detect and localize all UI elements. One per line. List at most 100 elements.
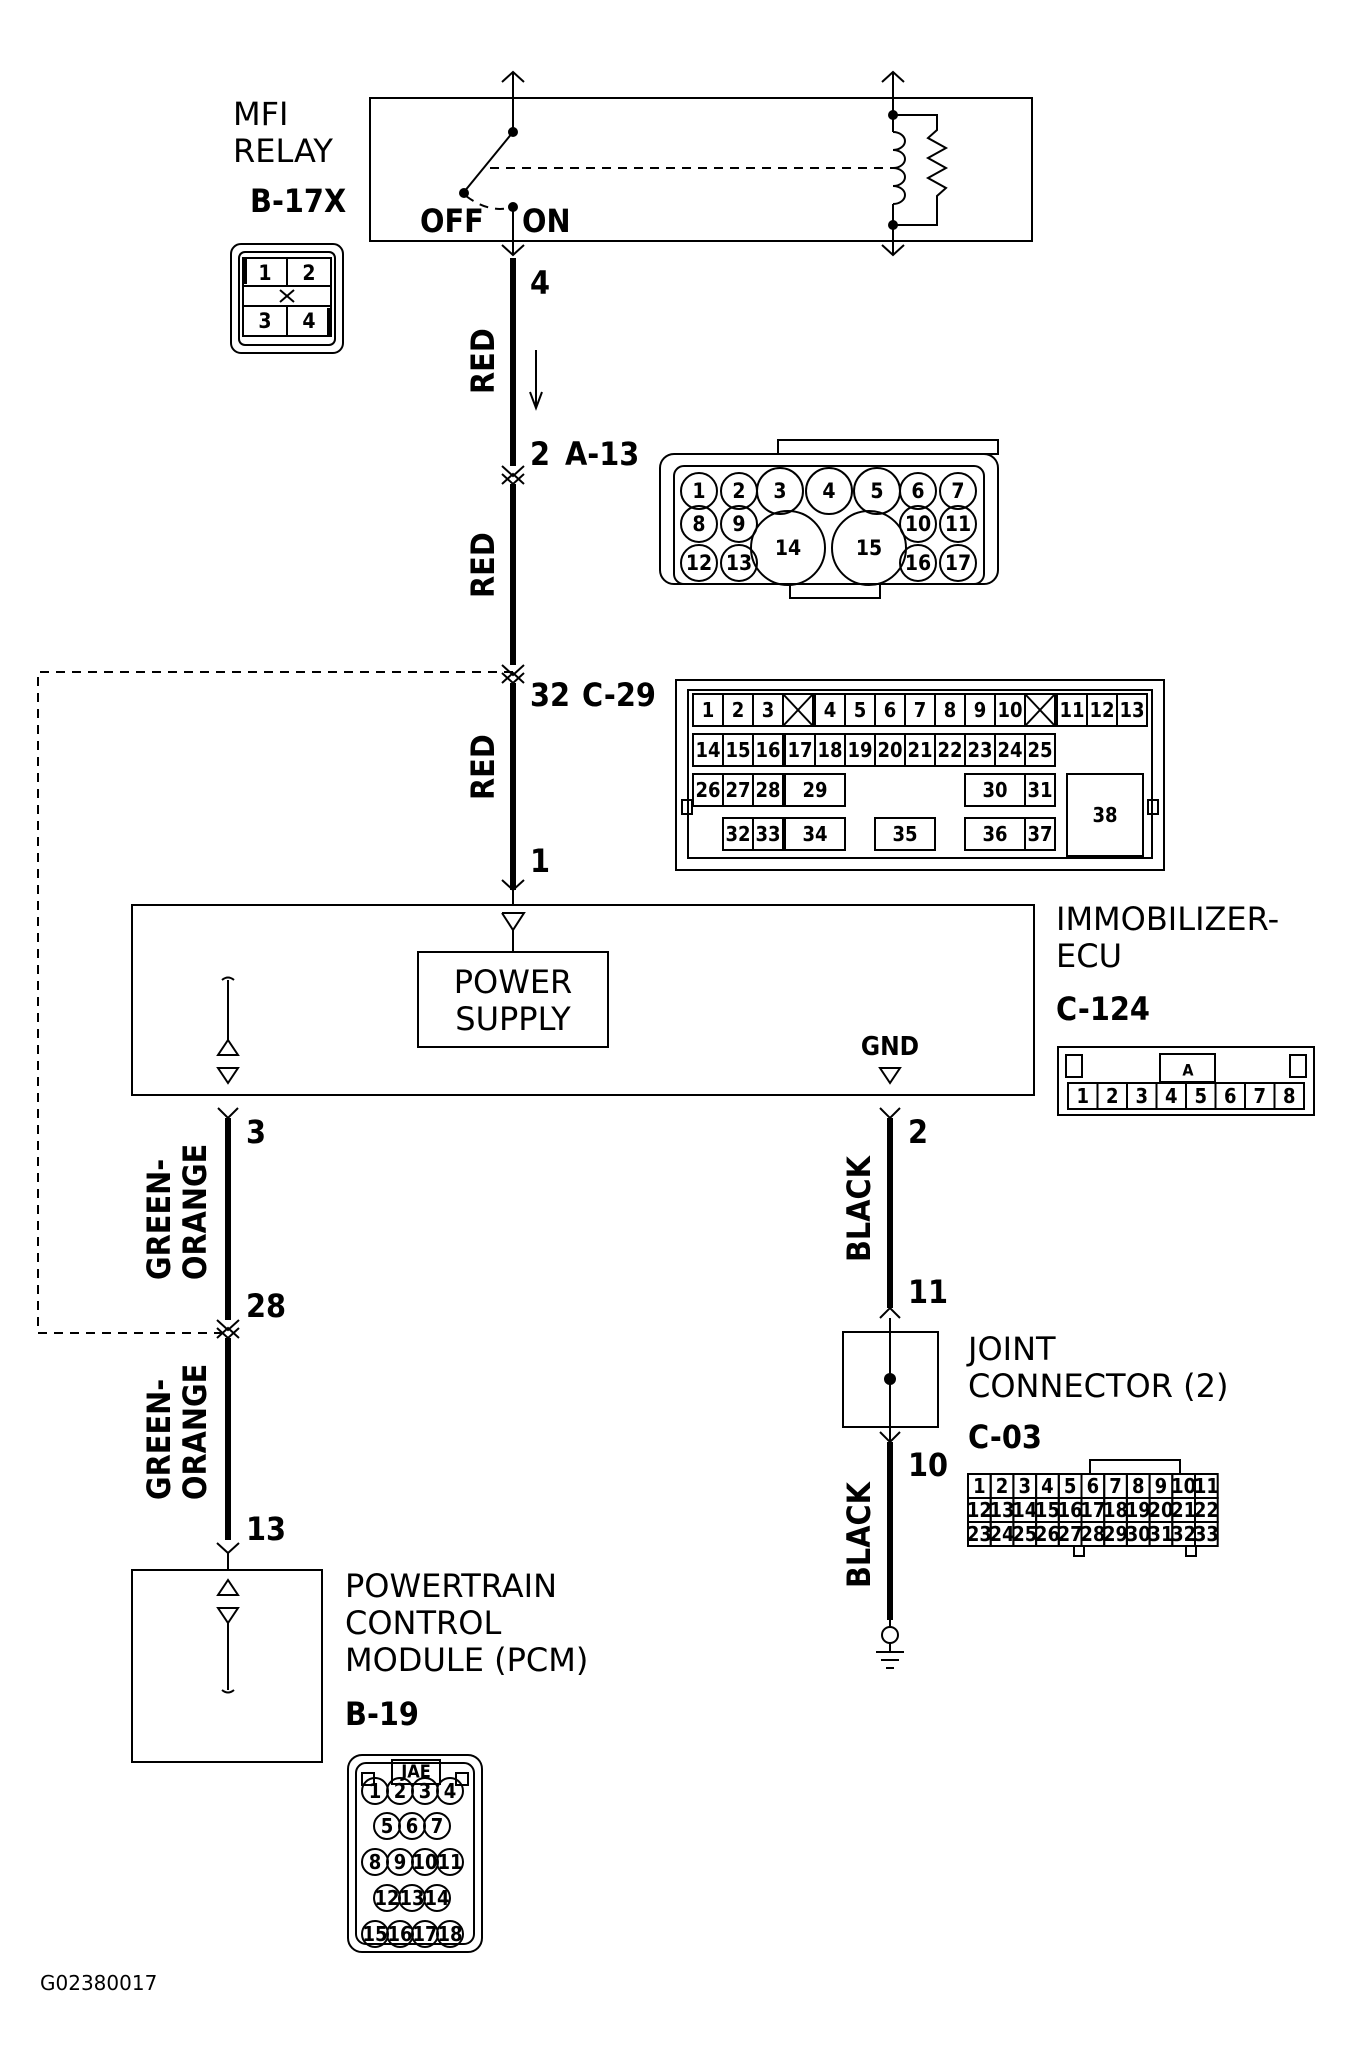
connector-pin: 12	[1089, 698, 1114, 722]
connector-pin: 9	[732, 512, 745, 536]
coil-icon	[892, 131, 906, 205]
connector-pin: 4	[1041, 1474, 1054, 1498]
connector-pin: 11	[437, 1850, 462, 1874]
connector-pin: 6	[1087, 1474, 1100, 1498]
connector-pin: 2	[732, 698, 745, 722]
connector-pin: 8	[692, 512, 705, 536]
connector-pin: 29	[1103, 1522, 1128, 1546]
connector-pin: 15	[1035, 1498, 1060, 1522]
connector-pin: 16	[755, 738, 780, 762]
connector-pin: 1	[973, 1474, 986, 1498]
connector-pin: 3	[773, 479, 786, 503]
wire-color-label: ORANGE	[176, 1364, 214, 1500]
arrow-down-icon	[529, 391, 543, 411]
wire-pin-label: 3	[246, 1113, 266, 1151]
connector-pin: 30	[982, 778, 1007, 802]
connector-pin: 26	[695, 778, 720, 802]
connector-pin: 6	[1224, 1084, 1237, 1108]
mfi-relay: OFF ON MFI RELAY B-17X 1	[230, 70, 1033, 354]
wire-pin-label: 11	[908, 1273, 948, 1311]
black-wire-run: 2 BLACK 11 10 BLACK JOINT CONNECTOR (2) …	[840, 1107, 1228, 1669]
connector-pin: 8	[1132, 1474, 1145, 1498]
relay-pin: 3	[258, 309, 271, 333]
connector-pin: 8	[944, 698, 957, 722]
pcm-code: B-19	[345, 1695, 419, 1733]
connector-pin: 20	[877, 738, 902, 762]
wire-color-label: RED	[464, 532, 502, 598]
connector-pin: 10	[412, 1850, 437, 1874]
power-supply-block	[417, 951, 609, 1048]
connector-pin: 9	[1155, 1474, 1168, 1498]
connector-pin: 7	[1109, 1474, 1122, 1498]
green-orange-wire-run: 3 GREEN- ORANGE 28 GREEN- ORANGE 13	[140, 1107, 286, 1570]
ground-icon	[876, 1626, 904, 1669]
red-wire-run: 4 RED 2 A-13 RED 32 C-29 RED 1	[464, 258, 656, 905]
connector-pin: 37	[1027, 822, 1052, 846]
wire-pin-label: 10	[908, 1446, 948, 1484]
connector-pin: 13	[1119, 698, 1144, 722]
connector-pin: 18	[437, 1922, 462, 1946]
connector-pin: 1	[1076, 1084, 1089, 1108]
ecu-code: C-124	[1056, 990, 1150, 1028]
connector-pin: 34	[802, 822, 827, 846]
connector-pin: 4	[824, 698, 837, 722]
connector-pin: 22	[937, 738, 962, 762]
connector-pin: 4	[822, 479, 835, 503]
connector-pin: 8	[1283, 1084, 1296, 1108]
connector-pin: 20	[1148, 1498, 1173, 1522]
connector-pin: 3	[762, 698, 775, 722]
connector-pin: 24	[997, 738, 1022, 762]
connector-pin: 21	[1171, 1498, 1196, 1522]
gnd-label: GND	[861, 1032, 919, 1062]
pcm-box	[131, 1569, 323, 1763]
wire-pin-label: 28	[246, 1287, 286, 1325]
wire-pin-label: 2	[530, 435, 550, 473]
pcm-name-line3: MODULE (PCM)	[345, 1641, 588, 1679]
connector-pin: 12	[686, 551, 712, 575]
connector-pin: 30	[1126, 1522, 1151, 1546]
wire-pin-label: 32	[530, 676, 570, 714]
relay-pin: 4	[302, 309, 315, 333]
connector-pin: 26	[1035, 1522, 1060, 1546]
connector-pin: 1	[702, 698, 715, 722]
connector-pin: 17	[945, 551, 971, 575]
connector-pin: 17	[787, 738, 812, 762]
connector-pin: 5	[854, 698, 867, 722]
connector-pin: 7	[951, 479, 964, 503]
power-supply-line2: SUPPLY	[455, 1000, 571, 1038]
connector-pin: 32	[725, 822, 750, 846]
relay-pin: 2	[302, 261, 315, 285]
connector-pin: 6	[884, 698, 897, 722]
connector-pin: 15	[725, 738, 750, 762]
connector-pin: 13	[726, 551, 752, 575]
connector-pin: 2	[732, 479, 745, 503]
connector-pin: 4	[444, 1779, 457, 1803]
connector-pin: 21	[907, 738, 932, 762]
wire-color-label: RED	[464, 734, 502, 800]
connector-pin: 14	[1012, 1498, 1037, 1522]
connector-pin: 9	[974, 698, 987, 722]
connector-pin: 25	[1012, 1522, 1037, 1546]
connector-pin: 10	[905, 512, 931, 536]
connector-pin: 14	[424, 1886, 449, 1910]
connector-pin: 5	[1194, 1084, 1207, 1108]
connector-pin: 5	[1064, 1474, 1077, 1498]
connector-code: C-29	[582, 676, 656, 714]
connector-pin: 27	[725, 778, 750, 802]
connector-pin: 31	[1027, 778, 1052, 802]
connector-pin: 11	[1194, 1474, 1219, 1498]
connector-pin: 6	[911, 479, 924, 503]
connector-pin: 14	[775, 536, 801, 560]
connector-pin: 13	[990, 1498, 1015, 1522]
connector-pin: 23	[967, 738, 992, 762]
connector-pin: 1	[369, 1779, 382, 1803]
wire-pin-label: 13	[246, 1510, 286, 1548]
connector-pin: 28	[755, 778, 780, 802]
wire-color-label: BLACK	[840, 1480, 878, 1588]
connector-pin: 18	[817, 738, 842, 762]
relay-pin: 1	[258, 261, 271, 285]
connector-pin: 28	[1080, 1522, 1105, 1546]
